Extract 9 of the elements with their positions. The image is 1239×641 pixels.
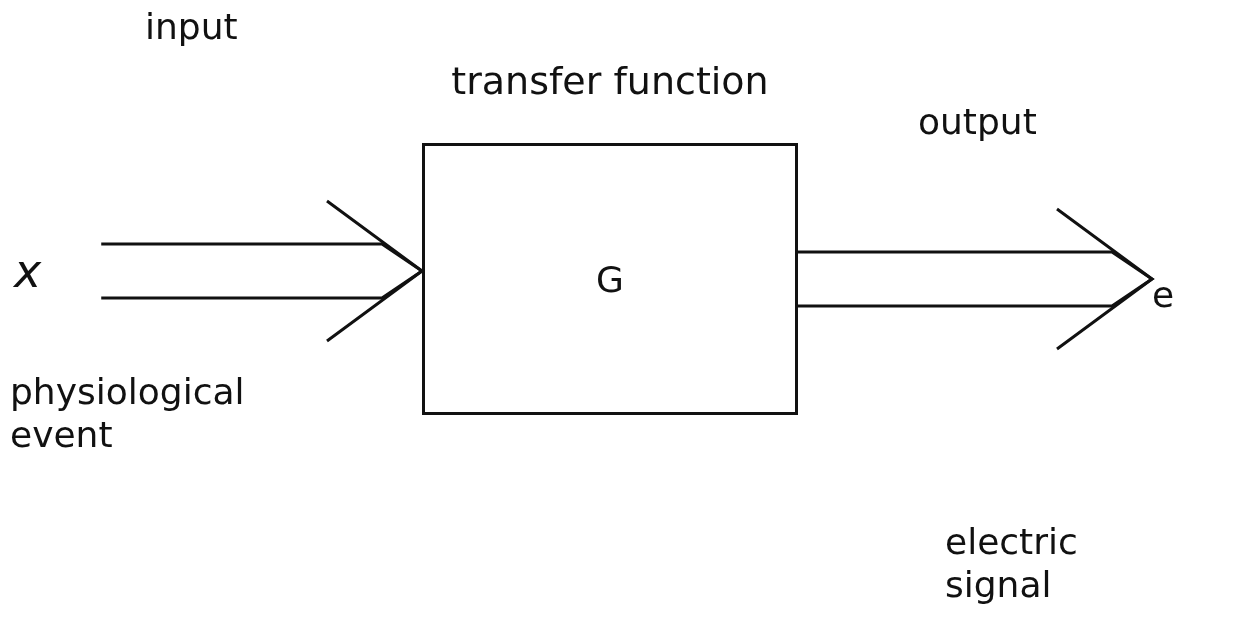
annotation-text: output [918, 100, 1038, 144]
box-heading: transfer function [451, 59, 769, 103]
double-line-arrow [796, 207, 1155, 351]
box-label: G [596, 258, 624, 300]
annotation-text: electric signal [945, 520, 1079, 607]
signal-symbol: e [1152, 277, 1179, 313]
annotation-text: input [145, 5, 239, 49]
signal-symbol: x [14, 248, 102, 294]
annotation-text: physiological event [10, 370, 246, 457]
